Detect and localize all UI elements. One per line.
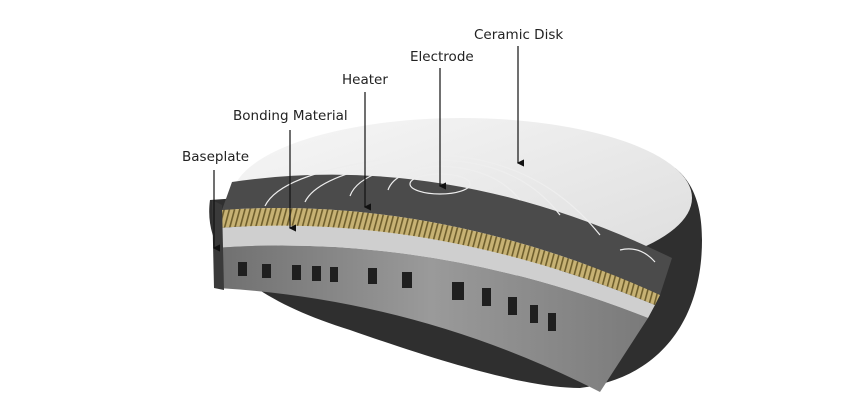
heater-layer: [218, 208, 660, 305]
electrode-layer: [222, 174, 672, 295]
label-electrode: Electrode: [410, 49, 474, 65]
label-ceramic-disk: Ceramic Disk: [474, 27, 564, 43]
label-baseplate: Baseplate: [182, 149, 250, 165]
label-heater: Heater: [342, 72, 388, 88]
label-bonding-material: Bonding Material: [233, 108, 348, 124]
bonding-layer: [214, 225, 655, 318]
baseplate-channels: [238, 262, 556, 331]
cut-face: [214, 245, 648, 392]
